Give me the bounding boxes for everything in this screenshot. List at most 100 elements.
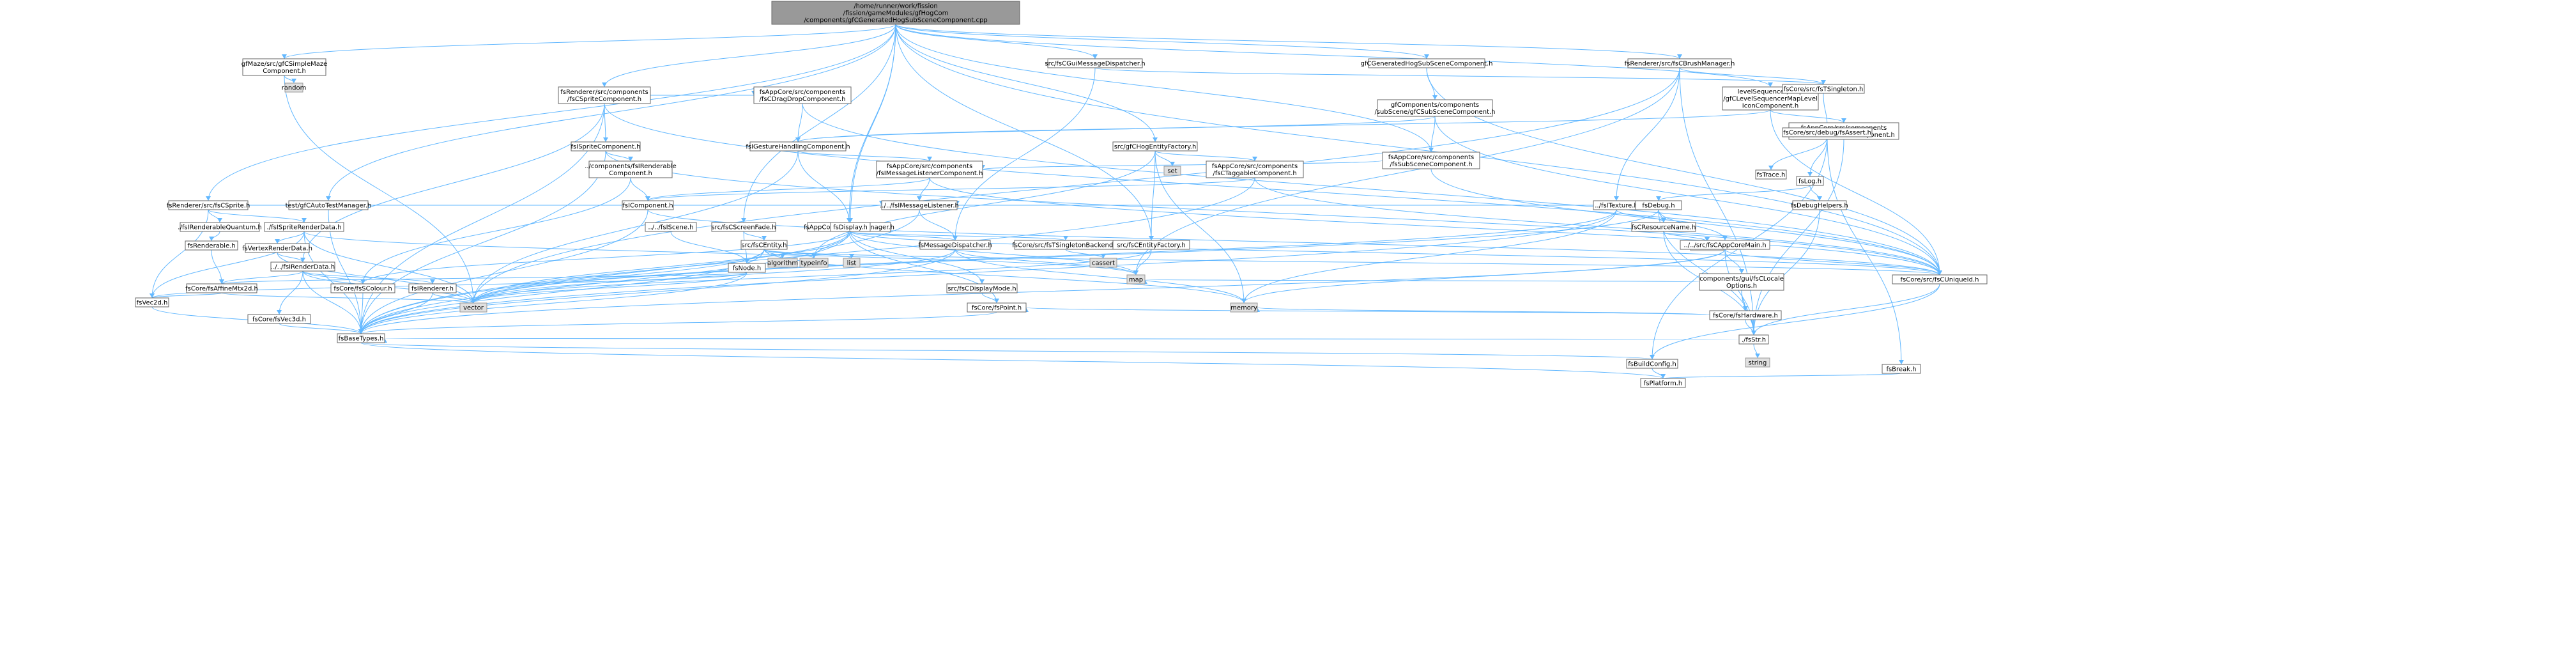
node-vec2d[interactable]: fsVec2d.h [135, 297, 169, 308]
node-label: fsCore/fsHardware.h [1713, 313, 1778, 320]
node-fsHardware[interactable]: fsCore/fsHardware.h [1709, 310, 1782, 320]
arrowhead-screenFade-to-centity [762, 236, 767, 240]
node-resourceName[interactable]: fsCResourceName.h [1631, 222, 1696, 232]
node-scolour[interactable]: fsCore/fsSColour.h [330, 283, 395, 293]
edge-brushManager-to-texture [1616, 67, 1680, 201]
edge-singletonBackend-to-cassert [1065, 249, 1104, 259]
node-irenderer[interactable]: fsIRenderer.h [408, 283, 457, 293]
edge-fsRendererSpriteComp-to-uniqueId [604, 103, 1940, 276]
node-renderData[interactable]: ../../fsIRenderData.h [270, 261, 335, 272]
edge-gfMaze-to-vector [284, 75, 474, 304]
edge-dragDrop-to-uniqueId [802, 103, 1940, 276]
node-fsTrace[interactable]: fsTrace.h [1755, 169, 1787, 180]
node-cassert[interactable]: cassert [1089, 258, 1117, 268]
node-label: fsBuildConfig.h [1628, 361, 1676, 368]
node-guiMsgDispatcher[interactable]: src/fsCGuiMessageDispatcher.h [1045, 58, 1146, 68]
node-fsNode[interactable]: fsNode.h [728, 263, 766, 273]
arrowhead-displayMode-to-fsPoint [994, 299, 999, 303]
node-genHogSub[interactable]: gfCGeneratedHogSubSceneComponent.h [1361, 58, 1493, 68]
node-fsSubScene[interactable]: fsAppCore/src/components/fsSubSceneCompo… [1382, 152, 1480, 169]
node-baseTypes[interactable]: fsBaseTypes.h [337, 333, 385, 343]
node-texture[interactable]: ../fsITexture.h [1593, 200, 1640, 210]
node-typeinfo[interactable]: typeinfo [799, 258, 829, 268]
node-box [1792, 200, 1847, 210]
node-singletonBackend[interactable]: fsCore/src/fsTSingletonBackend.h [1012, 240, 1119, 250]
node-subSceneComp[interactable]: gfComponents/components/subScene/gfCSubS… [1374, 99, 1496, 117]
node-debugHelpers[interactable]: fsDebugHelpers.h [1791, 200, 1848, 210]
node-label: fsLog.h [1798, 178, 1821, 185]
node-buildConfig[interactable]: fsBuildConfig.h [1626, 359, 1678, 369]
edge-msgDispatcher-to-vector [473, 249, 956, 304]
edge-msgDispatcher-to-map [954, 249, 1137, 276]
node-uniqueId[interactable]: fsCore/src/fsCUniqueId.h [1892, 274, 1988, 284]
edge-appCoreMain-to-fsStr [1724, 249, 1754, 336]
node-memory[interactable]: memory [1230, 302, 1258, 313]
node-gestureHandling[interactable]: fsIGestureHandlingComponent.h [746, 141, 850, 152]
node-dragDrop[interactable]: fsAppCore/src/components/fsCDragDropComp… [753, 86, 852, 104]
node-icomponent[interactable]: fsIComponent.h [622, 200, 674, 210]
node-renderableQuantum[interactable]: ./fsIRenderableQuantum.h [178, 222, 262, 232]
node-testAuto[interactable]: test/gfCAutoTestManager.h [286, 200, 372, 210]
node-root[interactable]: /home/runner/work/fission/fission/gameMo… [771, 1, 1020, 25]
edge-renderData-to-baseTypes [302, 270, 362, 334]
arrowhead-root-to-screenFade [741, 218, 746, 222]
edge-localeOptions-to-map [1144, 279, 1700, 283]
node-label: gfMaze/src/gfCSimpleMaze [241, 61, 328, 68]
node-list[interactable]: list [843, 258, 861, 268]
node-levelSeq[interactable]: levelSequencer/map/gfCLevelSequencerMapL… [1722, 86, 1819, 111]
node-fsAssert[interactable]: fsCore/src/debug/fsAssert.h [1782, 127, 1873, 137]
node-label: fsCResourceName.h [1632, 224, 1696, 231]
node-vec3d[interactable]: fsCore/fsVec3d.h [247, 314, 311, 324]
arrowhead-fsDebug-to-appCoreMain [1722, 236, 1728, 240]
node-tsingleton[interactable]: fsCore/src/fsTSingleton.h [1782, 84, 1865, 94]
arrowhead-inputManager-to-scolour [360, 279, 365, 284]
node-label: string [1749, 360, 1767, 367]
edge-inputManager-to-scolour [362, 231, 850, 284]
node-renderable[interactable]: fsRenderable.h [185, 240, 238, 251]
node-screenFade[interactable]: src/fsCScreenFade.h [711, 222, 776, 232]
node-entityFactory[interactable]: src/fsCEntityFactory.h [1112, 240, 1190, 250]
node-fsRenderer_sprite[interactable]: fsRenderer/src/fsCSprite.h [167, 200, 250, 210]
arrowhead-fsAssert-to-fsBreak [1899, 360, 1904, 364]
node-affineMtx[interactable]: fsCore/fsAffineMtx2d.h [185, 283, 258, 293]
node-platform[interactable]: fsPlatform.h [1640, 378, 1686, 388]
node-appCoreMain[interactable]: ../../src/fsCAppCoreMain.h [1680, 240, 1770, 250]
node-vector[interactable]: vector [459, 302, 487, 313]
node-set[interactable]: set [1163, 166, 1181, 176]
node-fsBreak[interactable]: fsBreak.h [1882, 364, 1921, 374]
node-iscene[interactable]: ../../fsIScene.h [645, 222, 697, 232]
node-fsDisplay[interactable]: fsDisplay.h [830, 222, 871, 232]
node-fsDebug[interactable]: fsDebug.h [1635, 200, 1682, 210]
node-map[interactable]: map [1126, 274, 1146, 284]
node-fsStr[interactable]: ./fsStr.h [1738, 334, 1769, 345]
node-centity[interactable]: src/fsCEntity.h [740, 240, 788, 250]
arrowhead-gestureHandling-to-inputManager [847, 218, 852, 222]
node-msgListener[interactable]: ../../fsIMessageListener.h [880, 200, 959, 210]
node-string[interactable]: string [1745, 357, 1770, 368]
node-spriteRenderData[interactable]: ./fsISpriteRenderData.h [264, 222, 344, 232]
node-random[interactable]: random [282, 82, 307, 93]
node-displayMode[interactable]: src/fsCDisplayMode.h [946, 283, 1018, 293]
node-brushManager[interactable]: fsRenderer/src/fsCBrushManager.h [1625, 58, 1735, 68]
node-hogEntityFactory[interactable]: src/gfCHogEntityFactory.h [1112, 141, 1198, 152]
node-vertexRenderData[interactable]: fsVertexRenderData.h [242, 243, 312, 253]
node-spriteComponent[interactable]: fsISpriteComponent.h [571, 141, 641, 152]
node-msgDispatcher[interactable]: fsMessageDispatcher.h [918, 240, 992, 250]
node-box [558, 86, 651, 104]
edge-fsDisplay-to-displayMode [850, 231, 983, 284]
arrowhead-fsRendererSpriteComp-to-spriteComponent [603, 137, 608, 142]
node-taggable[interactable]: fsAppCore/src/components/fsCTaggableComp… [1206, 160, 1304, 178]
node-msgListenerComp[interactable]: fsAppCore/src/components/fsIMessageListe… [876, 160, 983, 178]
node-label: fsAppCore/src/components [1388, 154, 1475, 161]
node-fsRendererSpriteComp[interactable]: fsRenderer/src/components/fsCSpriteCompo… [558, 86, 651, 104]
edge-appCoreMain-to-baseTypes [360, 249, 1726, 334]
node-algorithm[interactable]: algorithm [767, 258, 798, 268]
edge-taggable-to-icomponent [647, 177, 1255, 201]
node-fsPoint[interactable]: fsCore/fsPoint.h [967, 302, 1027, 313]
node-box [330, 283, 395, 293]
node-fsLog[interactable]: fsLog.h [1796, 176, 1824, 186]
